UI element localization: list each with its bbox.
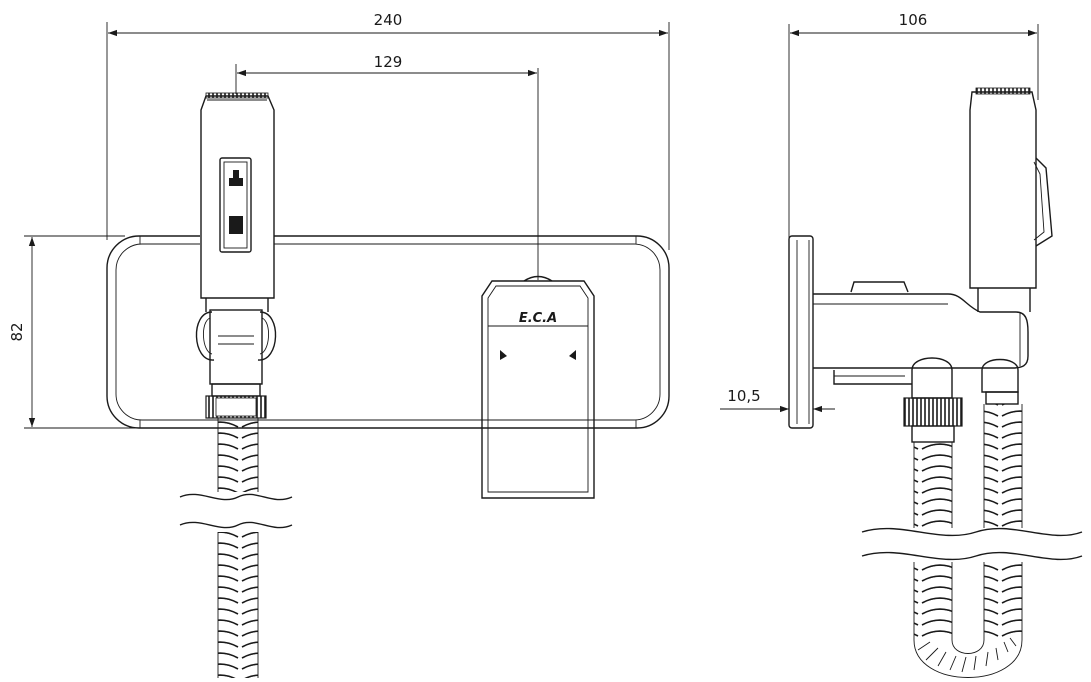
hose-connectors-side bbox=[903, 357, 1019, 443]
mixer-body-side bbox=[813, 281, 1029, 385]
dimension-side-depth: 106 bbox=[788, 11, 1039, 240]
brand-logo: E.C.A bbox=[519, 311, 557, 326]
dim-label-240: 240 bbox=[374, 11, 403, 29]
front-view: 240 129 82 bbox=[8, 11, 670, 678]
dimension-overall-width: 240 bbox=[106, 11, 670, 250]
hand-shower-side bbox=[969, 87, 1053, 312]
dimension-handle-offset: 129 bbox=[235, 53, 539, 280]
side-view: 106 10,5 bbox=[720, 11, 1083, 678]
shower-holder bbox=[195, 309, 277, 419]
wall-plate bbox=[106, 235, 670, 429]
dim-label-82: 82 bbox=[8, 322, 26, 341]
dimension-plate-thickness: 10,5 bbox=[720, 387, 835, 413]
dim-label-106: 106 bbox=[899, 11, 928, 29]
hose-side bbox=[861, 404, 1083, 678]
dim-label-129: 129 bbox=[374, 53, 403, 71]
dim-label-10-5: 10,5 bbox=[727, 387, 760, 405]
dimension-plate-height: 82 bbox=[8, 235, 210, 429]
hand-shower bbox=[200, 92, 275, 312]
hose-front bbox=[179, 418, 293, 678]
wall-plate-side bbox=[788, 235, 814, 429]
mixer-handle: E.C.A bbox=[481, 275, 595, 499]
